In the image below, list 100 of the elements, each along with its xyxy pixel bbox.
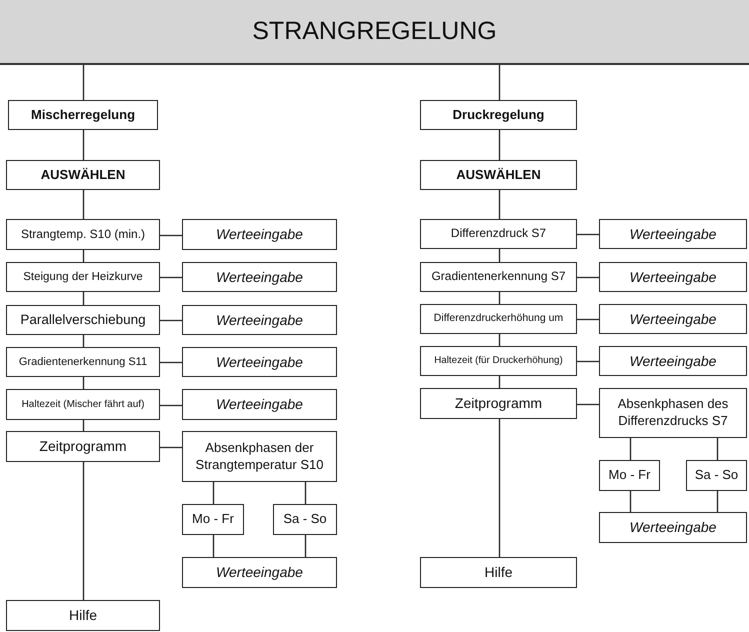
- box-label: Werteeingabe: [630, 518, 716, 537]
- connector-line: [82, 377, 84, 389]
- box-label: Werteeingabe: [630, 224, 716, 244]
- menu-box: [420, 557, 577, 588]
- connector-line: [498, 190, 500, 219]
- menu-box: [420, 346, 577, 376]
- connector-line: [82, 292, 84, 305]
- box-label: Werteeingabe: [216, 268, 303, 286]
- box-label: Sa - So: [283, 511, 327, 528]
- menu-box: [420, 262, 577, 292]
- connector-line: [160, 446, 182, 448]
- menu-box: [6, 600, 160, 631]
- connector-line: [498, 130, 500, 160]
- box-label: Gradientenerkennung S7: [431, 269, 566, 285]
- box-label: Werteeingabe: [216, 352, 303, 372]
- menu-box: [6, 262, 160, 292]
- box-label: Zeitprogramm: [39, 437, 127, 456]
- menu-box: [273, 504, 337, 535]
- box-label: Haltezeit (für Druckerhöhung): [434, 354, 563, 368]
- menu-box: [6, 160, 160, 190]
- box-label: Mo - Fr: [608, 467, 650, 484]
- box-label: Mo - Fr: [192, 511, 234, 528]
- box-label: Hilfe: [68, 606, 97, 625]
- box-label: Werteeingabe: [630, 310, 716, 328]
- menu-box: [420, 388, 577, 419]
- box-label: Werteeingabe: [216, 563, 303, 582]
- menu-box: [182, 504, 244, 535]
- connector-line: [82, 420, 84, 431]
- box-label: Steigung der Heizkurve: [23, 270, 143, 284]
- connector-line: [498, 292, 500, 304]
- box-label: Werteeingabe: [216, 310, 303, 330]
- menu-box: [182, 431, 337, 482]
- menu-box: [420, 304, 577, 334]
- menu-box: [6, 305, 160, 335]
- menu-box: [599, 388, 747, 438]
- connector-line: [82, 335, 84, 347]
- connector-line: [304, 482, 306, 504]
- box-label: Strangtemp. S10 (min.): [20, 226, 146, 242]
- menu-box: [599, 460, 660, 491]
- box-label: Sa - So: [694, 467, 738, 484]
- menu-box: [420, 160, 577, 190]
- box-label: Werteeingabe: [216, 225, 303, 244]
- box-label: Zeitprogramm: [454, 394, 542, 413]
- value-input-box: [182, 347, 337, 377]
- value-input-box: [599, 304, 747, 334]
- value-input-box: [599, 219, 747, 249]
- box-label: Druckregelung: [452, 106, 544, 124]
- menu-box: [420, 219, 577, 249]
- connector-line: [630, 491, 632, 512]
- connector-line: [304, 535, 306, 557]
- banner-label: STRANGREGELUNG: [252, 16, 497, 48]
- connector-line: [160, 404, 182, 406]
- connector-line: [160, 234, 182, 236]
- connector-line: [498, 334, 500, 346]
- connector-line: [82, 190, 84, 219]
- value-input-box: [182, 557, 337, 588]
- connector-line: [82, 462, 84, 600]
- box-label: Gradientenerkennung S11: [18, 354, 148, 370]
- box-label: Differenzdruck S7: [450, 226, 546, 242]
- menu-box: [6, 219, 160, 250]
- box-label: Werteeingabe: [630, 268, 716, 286]
- box-label: Hilfe: [484, 563, 512, 582]
- menu-box: [6, 431, 160, 462]
- box-label: Werteeingabe: [630, 352, 716, 370]
- box-label: Mischerregelung: [30, 106, 136, 124]
- box-label: Differenzdruckerhöhung um: [434, 312, 564, 326]
- menu-box: [686, 460, 747, 491]
- value-input-box: [182, 389, 337, 420]
- title-banner: [0, 0, 749, 65]
- box-label: Parallelverschiebung: [20, 311, 146, 329]
- connector-line: [577, 360, 599, 362]
- box-label: Absenkphasen des Differenzdrucks S7: [616, 396, 730, 430]
- value-input-box: [182, 219, 337, 250]
- box-label: Haltezeit (Mischer fährt auf): [22, 398, 144, 411]
- connector-line: [160, 362, 182, 364]
- box-label: Absenkphasen der Strangtemperatur S10: [194, 440, 324, 474]
- connector-line: [577, 404, 599, 406]
- box-label: AUSWÄHLEN: [456, 166, 541, 184]
- connector-line: [577, 276, 599, 278]
- connector-line: [498, 249, 500, 262]
- value-input-box: [599, 346, 747, 376]
- connector-line: [82, 250, 84, 262]
- connector-line: [212, 535, 214, 557]
- connector-line: [498, 419, 500, 557]
- value-input-box: [182, 262, 337, 292]
- connector-line: [498, 376, 500, 388]
- connector-line: [716, 491, 718, 512]
- menu-box: [6, 347, 160, 377]
- connector-line: [82, 130, 84, 160]
- connector-line: [82, 65, 84, 100]
- connector-line: [630, 438, 632, 460]
- box-label: AUSWÄHLEN: [40, 166, 126, 184]
- value-input-box: [599, 512, 747, 543]
- connector-line: [212, 482, 214, 504]
- menu-box: [420, 100, 577, 130]
- connector-line: [577, 318, 599, 320]
- connector-line: [160, 276, 182, 278]
- value-input-box: [182, 305, 337, 335]
- value-input-box: [599, 262, 747, 292]
- box-label: Werteeingabe: [216, 395, 303, 414]
